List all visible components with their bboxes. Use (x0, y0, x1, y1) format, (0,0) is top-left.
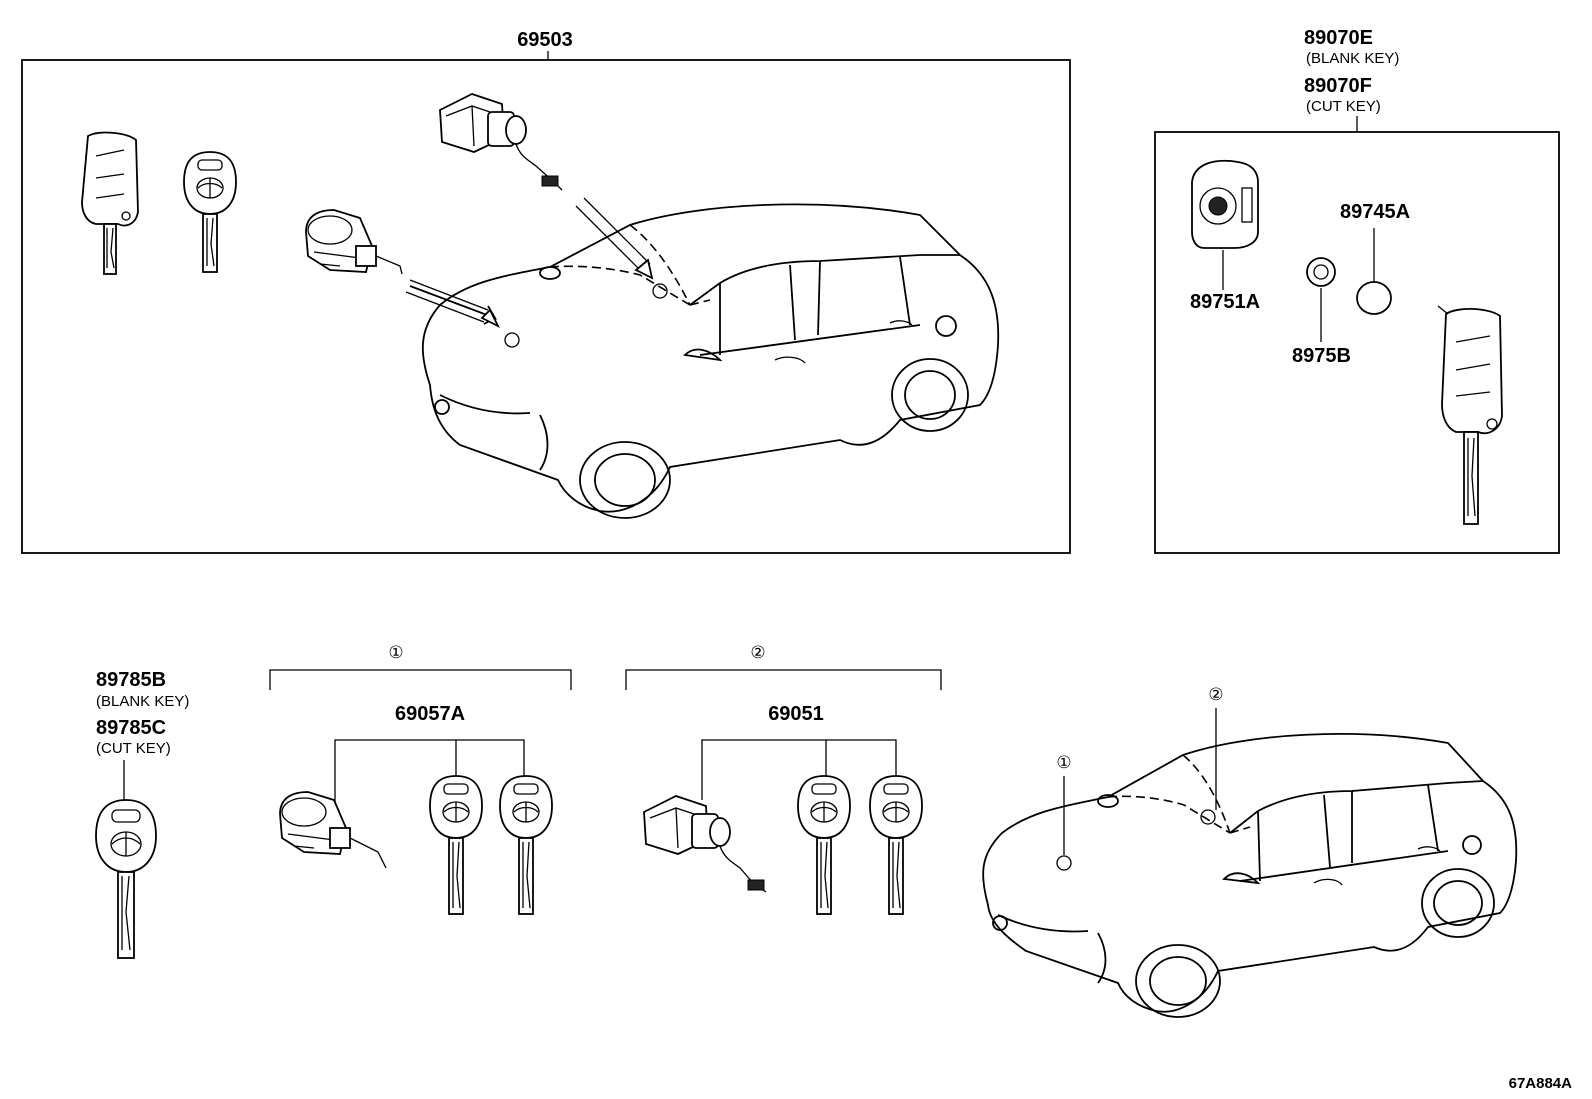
callout-2-car[interactable]: ② (1208, 685, 1223, 704)
group-callout-2: ② 69051 (625, 643, 942, 915)
label-8975b[interactable]: 8975B (1292, 345, 1351, 367)
group-callout-1: ① 69057A (269, 643, 572, 915)
callout-1-car[interactable]: ① (1056, 753, 1071, 772)
ignition-switch-icon[interactable] (643, 795, 767, 893)
transmitter-icon[interactable] (1306, 257, 1336, 287)
callout-leader (1063, 708, 1217, 855)
label-89745a[interactable]: 89745A (1340, 201, 1410, 223)
note-blank-key-2: (BLANK KEY) (96, 693, 189, 710)
ignition-switch-icon[interactable] (439, 93, 563, 191)
note-blank-key: (BLANK KEY) (1306, 50, 1399, 67)
note-cut-key: (CUT KEY) (1306, 98, 1381, 115)
note-cut-key-2: (CUT KEY) (96, 740, 171, 757)
label-89785c[interactable]: 89785C (96, 717, 166, 739)
battery-icon[interactable] (1356, 281, 1392, 315)
key-icon[interactable] (797, 775, 851, 915)
callout-2[interactable]: ② (750, 643, 765, 662)
key-icon[interactable] (869, 775, 923, 915)
diagram-code: 67A884A (1509, 1075, 1573, 1092)
car-bottom-icon (982, 733, 1518, 1018)
arrow-icon (405, 197, 654, 329)
flip-remote-key-icon[interactable] (81, 131, 139, 275)
key-icon[interactable] (95, 799, 157, 959)
car-top-icon (421, 203, 1000, 519)
label-89070f[interactable]: 89070F (1304, 75, 1372, 97)
flip-remote-key-icon[interactable] (1437, 305, 1503, 525)
label-69057a[interactable]: 69057A (395, 703, 465, 725)
label-69503[interactable]: 69503 (517, 29, 573, 51)
group-69503: 69503 (21, 29, 1071, 554)
group-89785: 89785B (BLANK KEY) 89785C (CUT KEY) (95, 669, 189, 959)
key-cover-icon[interactable] (1191, 160, 1259, 249)
door-lock-cylinder-icon[interactable] (279, 791, 387, 869)
frame-69503 (21, 59, 1071, 554)
door-lock-cylinder-icon[interactable] (305, 209, 403, 275)
label-89785b[interactable]: 89785B (96, 669, 166, 691)
key-icon[interactable] (183, 151, 237, 273)
label-89070e[interactable]: 89070E (1304, 27, 1373, 49)
label-69051[interactable]: 69051 (768, 703, 824, 725)
frame-89070 (1154, 131, 1560, 554)
key-icon[interactable] (429, 775, 483, 915)
key-icon[interactable] (499, 775, 553, 915)
label-89751a[interactable]: 89751A (1190, 291, 1260, 313)
callout-1[interactable]: ① (388, 643, 403, 662)
group-89070: 89070E (BLANK KEY) 89070F (CUT KEY) 8975… (1154, 27, 1560, 554)
